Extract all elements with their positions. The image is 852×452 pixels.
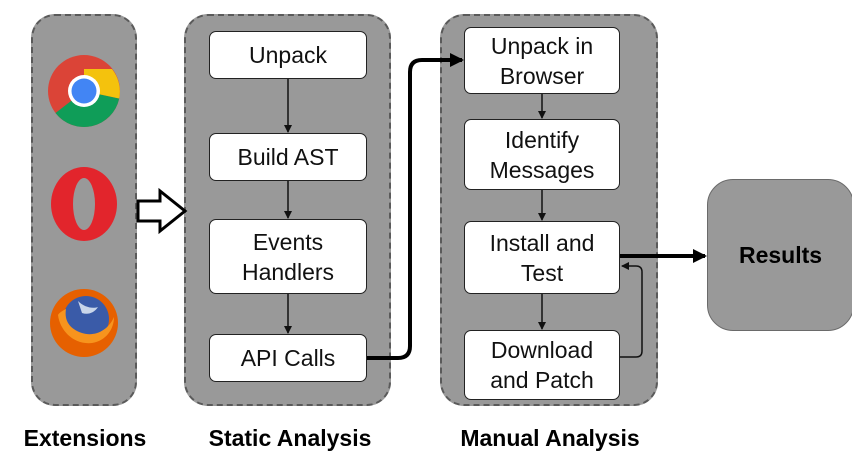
input-arrow <box>136 187 188 235</box>
step-unpack: Unpack <box>209 31 367 79</box>
chrome-icon <box>48 55 120 127</box>
step-build-ast: Build AST <box>209 133 367 181</box>
step-identify-messages: Identify Messages <box>464 119 620 190</box>
results-box: Results <box>707 179 852 331</box>
opera-icon <box>51 167 117 241</box>
label-manual-analysis: Manual Analysis <box>460 425 640 451</box>
step-api-calls: API Calls <box>209 334 367 382</box>
step-unpack-in-browser: Unpack in Browser <box>464 27 620 94</box>
arrow-static-to-manual <box>367 53 464 360</box>
label-static-analysis: Static Analysis <box>208 425 372 451</box>
step-download-and-patch: Download and Patch <box>464 330 620 400</box>
label-extensions: Extensions <box>23 425 147 451</box>
arrow-download-feedback <box>620 262 643 358</box>
step-install-and-test: Install and Test <box>464 221 620 294</box>
firefox-icon <box>50 289 118 357</box>
step-events-handlers: Events Handlers <box>209 219 367 294</box>
